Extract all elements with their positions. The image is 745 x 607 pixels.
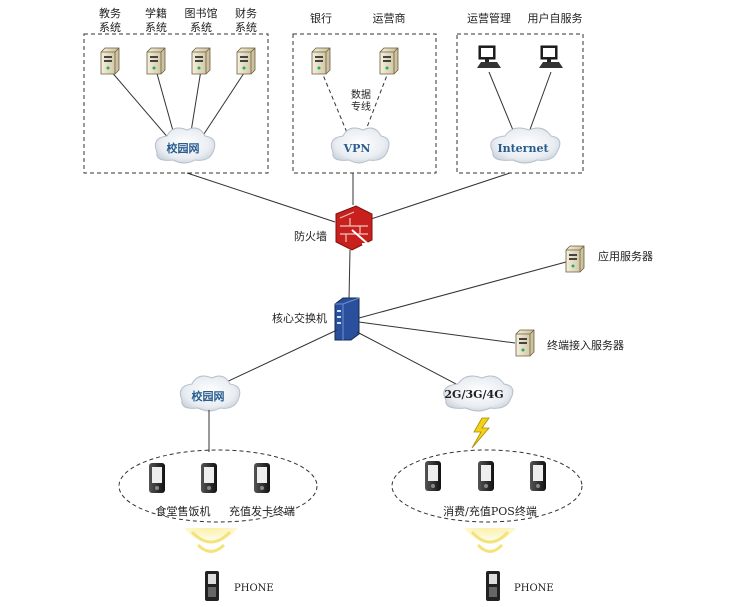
campus-cloud-top: 校园网	[154, 127, 216, 164]
core-switch-label: 核心交换机	[272, 311, 327, 325]
finance-server-icon	[236, 47, 256, 75]
firewall-label: 防火墙	[294, 229, 327, 243]
vpn-group-box	[292, 33, 437, 174]
nfc-signal-left	[184, 528, 238, 553]
system-label-line2: 系统	[145, 21, 167, 34]
phone-right-icon	[486, 571, 500, 601]
nfc-signal-right	[464, 528, 516, 553]
wireless-link-icon	[471, 417, 490, 449]
system-label-line1: 教务	[99, 7, 121, 20]
core-switch-icon	[334, 297, 360, 341]
internet-group-box	[456, 33, 584, 174]
system-label-line1: 图书馆	[185, 6, 218, 20]
pos-terminal-label: 消费/充值POS终端	[443, 504, 537, 518]
svg-text:Internet: Internet	[497, 142, 549, 155]
terminal-server-label: 终端接入服务器	[547, 338, 624, 352]
firewall-icon	[335, 205, 373, 251]
recharge-terminal-label: 充值发卡终端	[229, 504, 295, 518]
terminal-access-server-icon	[515, 329, 535, 357]
self-service-pc-icon	[538, 45, 564, 69]
pos-terminal-icon	[478, 461, 494, 491]
app-server-icon	[565, 245, 585, 273]
campus-terminals-group	[118, 449, 318, 523]
svg-text:2G/3G/4G: 2G/3G/4G	[444, 388, 503, 401]
student-records-server-icon	[146, 47, 166, 75]
internet-cloud: Internet	[490, 127, 561, 164]
campus-systems-box	[83, 33, 269, 174]
phone-left-icon	[205, 571, 219, 601]
bank-label: 银行	[310, 11, 332, 25]
library-server-icon	[191, 47, 211, 75]
phone-left-label: PHONE	[234, 583, 274, 594]
operator-label: 运营商	[373, 11, 406, 25]
operator-server-icon	[379, 47, 399, 75]
mobile-network-cloud: 2G/3G/4G	[443, 375, 514, 412]
recharge-terminal-icon	[254, 463, 270, 493]
phone-right-label: PHONE	[514, 583, 554, 594]
pos-terminals-group	[391, 449, 583, 523]
svg-text:校园网: 校园网	[192, 389, 225, 403]
system-label-line2: 系统	[235, 21, 257, 34]
svg-text:VPN: VPN	[343, 142, 371, 155]
self-service-label: 用户自服务	[528, 11, 583, 25]
data-line-label-1: 数据	[351, 88, 371, 101]
canteen-terminal-label: 食堂售饭机	[156, 504, 211, 518]
terminal-icon	[201, 463, 217, 493]
system-label-line2: 系统	[99, 21, 121, 34]
canteen-terminal-icon	[149, 463, 165, 493]
svg-text:校园网: 校园网	[167, 141, 200, 155]
pos-terminal-icon	[530, 461, 546, 491]
pos-terminal-icon	[425, 461, 441, 491]
bank-server-icon	[311, 47, 331, 75]
system-label-line1: 学籍	[145, 6, 167, 20]
app-server-label: 应用服务器	[598, 249, 653, 263]
academic-server-icon	[100, 47, 120, 75]
campus-cloud-bottom: 校园网	[179, 375, 241, 412]
ops-management-label: 运营管理	[467, 11, 511, 25]
system-label-line1: 财务	[235, 6, 257, 20]
data-line-label-2: 专线	[351, 100, 371, 113]
vpn-cloud: VPN	[330, 127, 390, 164]
ops-pc-icon	[476, 45, 502, 69]
system-label-line2: 系统	[190, 21, 212, 34]
